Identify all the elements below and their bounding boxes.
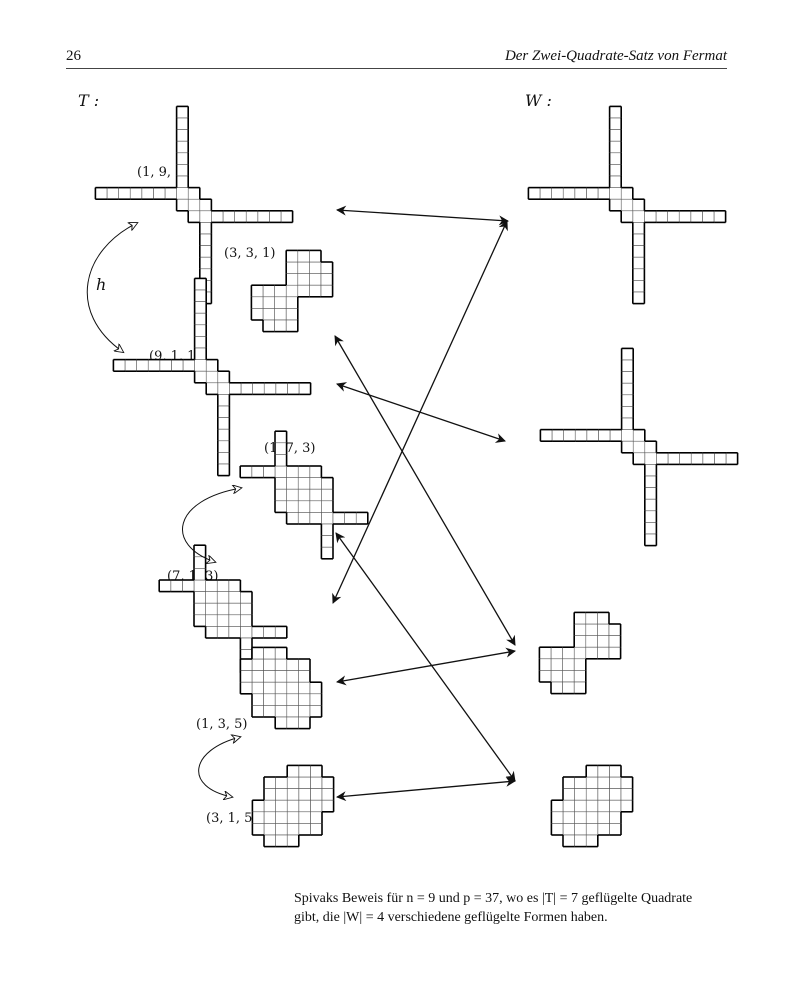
winged-square-shapes (94, 105, 739, 848)
shape-T-1-3-5 (239, 646, 323, 730)
caption-line-2: gibt, die |W| = 4 verschiedene geflügelt… (294, 910, 608, 925)
pairing-arrow-713 (332, 220, 508, 604)
running-head: Der Zwei-Quadrate-Satz von Fermat (504, 48, 727, 64)
shape-T-1-9-1 (94, 105, 294, 305)
shape-T-3-1-5 (251, 764, 335, 848)
shape-W-cross-large (539, 347, 739, 547)
header-rule (66, 68, 727, 69)
triple-label-3-1-5: (3, 1, 5) (206, 811, 258, 826)
pairing-arrow-315 (336, 776, 516, 802)
figure-caption: Spivaks Beweis für n = 9 und p = 37, wo … (294, 889, 734, 927)
pairing-arrow-331 (334, 335, 516, 646)
caption-line-1: Spivaks Beweis für n = 9 und p = 37, wo … (294, 891, 693, 906)
involution-h-arrow-middle (182, 488, 241, 562)
triple-label-1-3-5: (1, 3, 5) (196, 717, 248, 732)
pairing-arrow-135 (336, 647, 516, 686)
page-number: 26 (66, 48, 81, 64)
involution-h-arrow-bottom (198, 737, 240, 797)
involution-h-label: h (96, 275, 106, 294)
set-W-label: W : (525, 91, 552, 110)
shape-T-1-7-3 (239, 430, 369, 560)
triple-label-3-3-1: (3, 3, 1) (224, 246, 276, 261)
pairing-arrow-911 (336, 382, 506, 443)
shape-W-blob (538, 611, 622, 695)
shape-W-cross-small (527, 105, 727, 305)
pairing-arrow-173 (335, 532, 516, 782)
shape-T-9-1-1 (112, 277, 312, 477)
shape-T-7-1-3 (158, 544, 288, 674)
triple-label-1-9-1: (1, 9, 1) (137, 165, 189, 180)
shape-W-pinwheel (550, 764, 634, 848)
involution-h-arrow-top (86, 223, 137, 352)
triple-label-1-7-3: (1, 7, 3) (264, 441, 316, 456)
shape-T-3-3-1 (250, 249, 334, 333)
set-T-label: T : (78, 91, 99, 110)
pairing-arrow-191 (336, 205, 509, 226)
